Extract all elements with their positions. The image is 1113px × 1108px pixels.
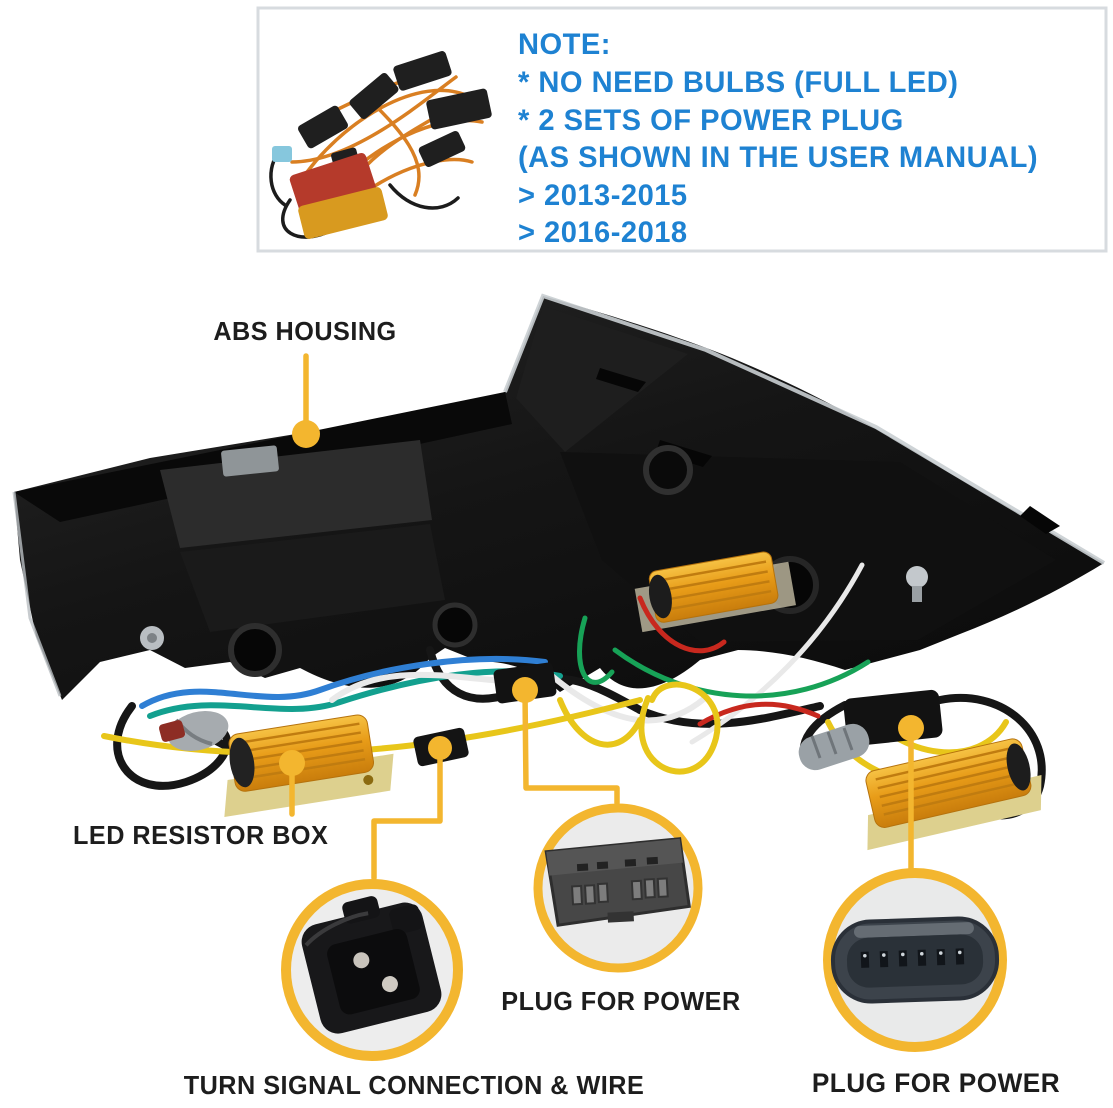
magnifier-plug-center bbox=[533, 803, 703, 973]
note-line-2: * 2 SETS OF POWER PLUG bbox=[518, 104, 904, 137]
turn-signal-callout-line bbox=[371, 747, 443, 881]
led-resistor-box-left bbox=[224, 714, 394, 817]
power-plug-center-zoom bbox=[544, 837, 691, 927]
tail-light-housing bbox=[12, 293, 1106, 700]
abs-housing-label: ABS HOUSING bbox=[213, 316, 397, 346]
note-line-5: > 2016-2018 bbox=[518, 216, 688, 249]
blue-connector bbox=[272, 146, 292, 162]
red-resistor bbox=[289, 152, 377, 216]
plug-center-callout-dot bbox=[512, 677, 538, 703]
bulb-socket bbox=[228, 623, 282, 677]
note-title: NOTE: bbox=[518, 28, 611, 61]
note-line-3: (AS SHOWN IN THE USER MANUAL) bbox=[518, 141, 1039, 174]
plug-for-power-center-label: PLUG FOR POWER bbox=[501, 986, 741, 1016]
metal-bracket bbox=[221, 445, 279, 477]
power-plug-right-zoom bbox=[830, 916, 1000, 1004]
chrome-trim bbox=[503, 293, 1106, 565]
turn-signal-label: TURN SIGNAL CONNECTION & WIRE bbox=[183, 1070, 645, 1100]
note-box bbox=[256, 6, 1108, 253]
screw bbox=[906, 566, 928, 588]
turn-signal-connector-zoom bbox=[301, 896, 442, 1034]
turn-signal-callout-dot bbox=[428, 736, 452, 760]
gray-connector-left bbox=[167, 710, 229, 752]
plug-center-callout-line bbox=[522, 689, 620, 806]
plug-right-callout-dot bbox=[898, 715, 924, 741]
abs-housing-callout-dot bbox=[292, 420, 320, 448]
gold-resistor-small bbox=[298, 187, 388, 239]
led-resistor-callout-dot bbox=[279, 750, 305, 776]
plug-for-power-right-label: PLUG FOR POWER bbox=[811, 1068, 1061, 1098]
wiring-harness-photo bbox=[269, 51, 492, 239]
magnifier-plug-right bbox=[823, 868, 1007, 1052]
bulb-socket bbox=[432, 602, 478, 648]
magnifier-turn-signal bbox=[281, 879, 463, 1061]
led-resistor-box-label: LED RESISTOR BOX bbox=[73, 820, 329, 850]
note-line-4: > 2013-2015 bbox=[518, 179, 688, 212]
resistor-inside-housing bbox=[634, 551, 796, 633]
note-line-1: * NO NEED BULBS (FULL LED) bbox=[518, 66, 959, 99]
callout-lines bbox=[289, 353, 914, 881]
callout-dots bbox=[279, 420, 924, 776]
